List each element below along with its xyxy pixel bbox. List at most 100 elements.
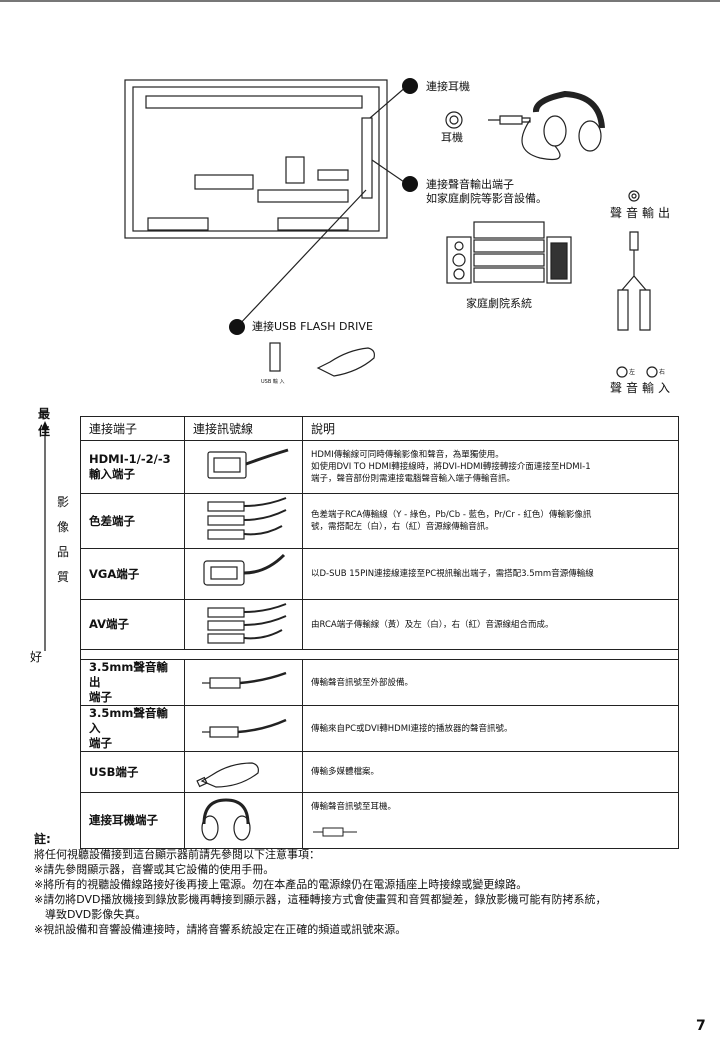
headphone-plug-icon bbox=[313, 827, 357, 836]
port-cell: 連接耳機端子 bbox=[80, 792, 185, 849]
description-line: 如使用DVI TO HDMI轉接線時，將DVI-HDMI轉接轉接介面連接至HDM… bbox=[311, 462, 591, 472]
label-usb-input: USB 輸 入 bbox=[261, 379, 285, 385]
connection-diagram: 連接耳機 耳機 連接聲音輸出端子 如家庭劇院等影音設備。 聲音輸出 家庭劇院系統… bbox=[0, 0, 720, 400]
table-row: 色差端子 色差端子RCA傳輸線（Y - 綠色，Pb/Cb - 藍色，Pr/Cr … bbox=[80, 493, 679, 549]
vga-cable-icon bbox=[202, 553, 285, 586]
table-row: USB端子 傳輸多媒體檔案。 bbox=[80, 751, 679, 793]
header-description: 說明 bbox=[302, 416, 679, 441]
hdmi-cable-icon bbox=[206, 448, 288, 479]
description-line: 傳輸聲音訊號至耳機。 bbox=[311, 801, 397, 812]
port-cell: HDMI-1/-2/-3 輸入端子 bbox=[80, 440, 185, 494]
notes-section: 註: 將任何視聽設備接到這台顯示器前請先參閱以下注意事項： ※請先參閱顯示器，音… bbox=[34, 832, 694, 937]
label-headphone: 耳機 bbox=[441, 131, 463, 144]
notes-title: 註: bbox=[34, 832, 51, 846]
av-cable-icon bbox=[206, 602, 286, 644]
headphone-icon bbox=[200, 797, 251, 841]
label-audio-output: 聲音輸出 bbox=[610, 206, 675, 220]
quality-axis: 最佳 影 像 品 質 好 bbox=[30, 405, 69, 665]
port-name: 3.5mm聲音輸出 bbox=[89, 660, 168, 689]
description-line: 傳輸多媒體檔案。 bbox=[311, 767, 380, 777]
table-row: VGA端子 以D-SUB 15PIN連接線連接至PC視訊輸出端子，需搭配3.5m… bbox=[80, 548, 679, 600]
note-item: ※視訊設備和音響設備連接時，請將音響系統設定在正確的頻道或訊號來源。 bbox=[34, 923, 407, 936]
port-cell: VGA端子 bbox=[80, 548, 185, 600]
quality-char-3: 品 bbox=[57, 545, 70, 559]
note-item: ※請先參閱顯示器，音響或其它設備的使用手冊。 bbox=[34, 863, 275, 876]
label-left: 左 bbox=[629, 369, 636, 376]
description-cell: 由RCA端子傳輸線（黃）及左（白），右（紅）音源線組合而成。 bbox=[302, 599, 679, 650]
quality-char-4: 質 bbox=[57, 570, 70, 584]
description-line: 傳輸來自PC或DVI轉HDMI連接的播放器的聲音訊號。 bbox=[311, 723, 513, 734]
usb-port bbox=[269, 342, 281, 372]
audio-in-left-jack bbox=[616, 366, 628, 378]
description-line: 色差端子RCA傳輸線（Y - 綠色，Pb/Cb - 藍色，Pr/Cr - 紅色）… bbox=[311, 510, 592, 520]
port-cell: 3.5mm聲音輸入 端子 bbox=[80, 705, 185, 752]
cable-cell bbox=[184, 751, 303, 793]
description-cell: 傳輸聲音訊號至外部設備。 bbox=[302, 659, 679, 706]
diagram-artwork bbox=[124, 78, 658, 378]
note-item-continued: 導致DVD影像失真。 bbox=[45, 908, 147, 921]
note-item: ※請勿將DVD播放機接到錄放影機再轉接到顯示器，這種轉接方式會使畫質和音質都變差… bbox=[34, 893, 607, 906]
note-item: ※將所有的視聽設備線路接好後再接上電源。勿在本產品的電源線仍在電源插座上時接線或… bbox=[34, 878, 528, 891]
port-name-line2: 端子 bbox=[89, 736, 112, 750]
home-theater bbox=[446, 221, 572, 284]
rca-y-cable bbox=[617, 231, 651, 331]
label-audio-out-line2: 如家庭劇院等影音設備。 bbox=[426, 192, 547, 205]
table-header-row: 連接端子 連接訊號線 說明 bbox=[80, 416, 679, 441]
component-cable-icon bbox=[206, 497, 286, 540]
description-line: 傳輸聲音訊號至外部設備。 bbox=[311, 677, 414, 688]
cable-cell bbox=[184, 705, 303, 752]
label-headphone-connect: 連接耳機 bbox=[426, 80, 470, 93]
table-row: AV端子 由RCA端子傳輸線（黃）及左（白），右（紅）音源線組合而成。 bbox=[80, 599, 679, 650]
port-name-line2: 端子 bbox=[89, 690, 112, 704]
port-name: 3.5mm聲音輸入 bbox=[89, 706, 168, 735]
header-port: 連接端子 bbox=[80, 416, 185, 441]
port-name-line2: 輸入端子 bbox=[89, 467, 135, 481]
description-cell: 色差端子RCA傳輸線（Y - 綠色，Pb/Cb - 藍色，Pr/Cr - 紅色）… bbox=[302, 493, 679, 549]
quality-good-label: 好 bbox=[30, 650, 43, 664]
cable-cell bbox=[184, 493, 303, 549]
table-row: 3.5mm聲音輸出 端子 傳輸聲音訊號至外部設備。 bbox=[80, 659, 679, 706]
quality-arrow bbox=[41, 421, 49, 651]
port-cell: 色差端子 bbox=[80, 493, 185, 549]
description-cell: 以D-SUB 15PIN連接線連接至PC視訊輸出端子，需搭配3.5mm音源傳輸線 bbox=[302, 548, 679, 600]
port-cell: USB端子 bbox=[80, 751, 185, 793]
connection-table: 連接端子 連接訊號線 說明 HDMI-1/-2/-3 輸入端子 HDMI傳輸線可… bbox=[80, 416, 679, 849]
label-audio-input: 聲音輸入 bbox=[610, 381, 675, 395]
label-usb-connect: 連接USB FLASH DRIVE bbox=[252, 320, 373, 333]
headphone-plug bbox=[488, 115, 531, 125]
label-right: 右 bbox=[659, 369, 666, 376]
usb-stick-icon bbox=[195, 762, 259, 788]
notes-intro: 將任何視聽設備接到這台顯示器前請先參閱以下注意事項： bbox=[34, 848, 320, 861]
table-row: 連接耳機端子 傳輸聲音訊號至耳機。 bbox=[80, 792, 679, 849]
audio-in-right-jack bbox=[646, 366, 658, 378]
label-home-theater: 家庭劇院系統 bbox=[466, 297, 532, 310]
port-cell: 3.5mm聲音輸出 端子 bbox=[80, 659, 185, 706]
header-cable: 連接訊號線 bbox=[184, 416, 303, 441]
cable-cell bbox=[184, 440, 303, 494]
table-row: HDMI-1/-2/-3 輸入端子 HDMI傳輸線可同時傳輸影像和聲音，為單獨使… bbox=[80, 440, 679, 494]
description-cell: 傳輸多媒體檔案。 bbox=[302, 751, 679, 793]
page-number: 7 bbox=[696, 1018, 706, 1034]
audio-out-jack bbox=[628, 190, 640, 202]
table-spacer-row bbox=[80, 649, 679, 660]
description-line: 端子，聲音部份則需連接電腦聲音輸入端子傳輸音訊。 bbox=[311, 474, 516, 484]
port-cell: AV端子 bbox=[80, 599, 185, 650]
usb-stick bbox=[316, 347, 375, 377]
quality-char-1: 影 bbox=[57, 495, 70, 509]
headphones bbox=[521, 90, 605, 161]
audio-in-cable-icon bbox=[201, 718, 287, 738]
quality-char-2: 像 bbox=[57, 520, 70, 534]
description-line: 號，需搭配左（白），右（紅）音源線傳輸音訊。 bbox=[311, 522, 494, 532]
cable-cell bbox=[184, 599, 303, 650]
description-cell: 傳輸聲音訊號至耳機。 bbox=[302, 792, 679, 849]
label-audio-out-line1: 連接聲音輸出端子 bbox=[426, 178, 514, 191]
description-cell: HDMI傳輸線可同時傳輸影像和聲音，為單獨使用。 如使用DVI TO HDMI轉… bbox=[302, 440, 679, 494]
table-row: 3.5mm聲音輸入 端子 傳輸來自PC或DVI轉HDMI連接的播放器的聲音訊號。 bbox=[80, 705, 679, 752]
cable-cell bbox=[184, 792, 303, 849]
top-rule bbox=[0, 0, 720, 2]
description-line: HDMI傳輸線可同時傳輸影像和聲音，為單獨使用。 bbox=[311, 450, 504, 460]
tv-back-panel bbox=[124, 79, 388, 239]
port-name: HDMI-1/-2/-3 bbox=[89, 452, 171, 466]
audio-out-cable-icon bbox=[201, 671, 286, 689]
description-line: 由RCA端子傳輸線（黃）及左（白），右（紅）音源線組合而成。 bbox=[311, 619, 554, 630]
